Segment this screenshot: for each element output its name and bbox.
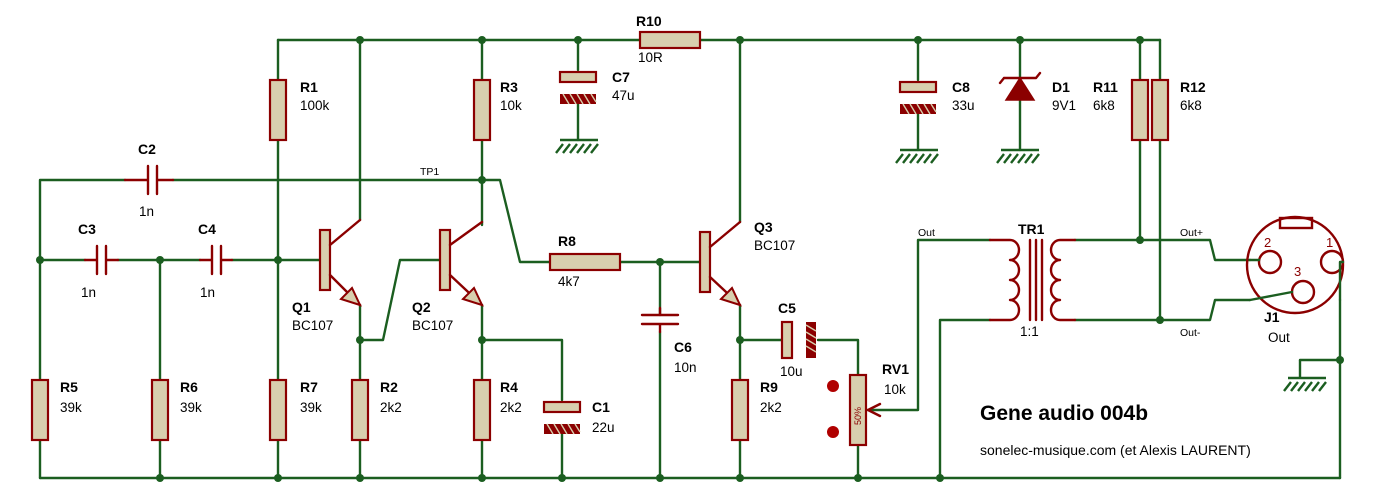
resistor-r2 <box>350 378 370 442</box>
zener-diode-d1 <box>998 71 1042 101</box>
net-label-out-minus: Out- <box>1180 327 1201 339</box>
q3-value: BC107 <box>754 238 795 253</box>
r3-value: 10k <box>500 98 522 113</box>
resistor-r8 <box>548 252 622 272</box>
rv1-name: RV1 <box>882 361 909 377</box>
net-label-out: Out <box>918 227 935 239</box>
potentiometer-rv1: 50% <box>827 373 882 447</box>
r4-value: 2k2 <box>500 400 522 415</box>
resistor-r3 <box>472 78 492 142</box>
c7-name: C7 <box>612 69 630 85</box>
r11-name: R11 <box>1093 79 1118 95</box>
capacitor-c1 <box>542 400 582 435</box>
c6-name: C6 <box>674 339 692 355</box>
c4-value: 1n <box>200 285 215 300</box>
r10-name: R10 <box>636 13 662 29</box>
capacitor-c8 <box>898 80 938 115</box>
r1-name: R1 <box>300 79 318 95</box>
resistor-r4 <box>472 378 492 442</box>
c5-value: 10u <box>780 364 803 379</box>
ground-c7 <box>555 138 599 154</box>
resistor-r7 <box>268 378 288 442</box>
c4-name: C4 <box>198 221 216 237</box>
r9-value: 2k2 <box>760 400 782 415</box>
transformer-tr1 <box>988 238 1077 322</box>
xlr-connector-j1: 2 1 3 <box>1245 215 1345 315</box>
tr1-name: TR1 <box>1018 221 1045 237</box>
rv1-value: 10k <box>884 382 906 397</box>
r6-value: 39k <box>180 400 202 415</box>
r3-name: R3 <box>500 79 518 95</box>
d1-value: 9V1 <box>1052 98 1076 113</box>
rv1-wiper-label: 50% <box>853 407 863 425</box>
transistor-q1 <box>318 218 362 307</box>
r12-value: 6k8 <box>1180 98 1202 113</box>
tp1-label: TP1 <box>420 166 439 178</box>
net-label-out-plus: Out+ <box>1180 227 1203 239</box>
r5-name: R5 <box>60 379 78 395</box>
resistor-r6 <box>150 378 170 442</box>
capacitor-c3 <box>83 244 120 276</box>
j1-value: Out <box>1268 330 1290 345</box>
r11-value: 6k8 <box>1093 98 1115 113</box>
j1-name: J1 <box>1264 309 1280 325</box>
ground-d1 <box>996 148 1040 164</box>
resistor-r1 <box>268 78 288 142</box>
r8-name: R8 <box>558 233 576 249</box>
j1-pin-3: 3 <box>1294 264 1301 279</box>
ground-j1 <box>1283 360 1327 392</box>
c2-value: 1n <box>139 204 154 219</box>
c1-name: C1 <box>592 399 610 415</box>
r10-value: 10R <box>638 50 663 65</box>
resistor-r12 <box>1150 78 1170 142</box>
q2-name: Q2 <box>412 299 431 315</box>
r7-name: R7 <box>300 379 318 395</box>
resistor-r11 <box>1130 78 1150 142</box>
r9-name: R9 <box>760 379 778 395</box>
r8-value: 4k7 <box>558 274 580 289</box>
junctions <box>36 36 1344 482</box>
wires <box>38 38 1342 480</box>
capacitor-c7 <box>558 70 598 105</box>
schematic-title: Gene audio 004b <box>980 402 1148 425</box>
r2-value: 2k2 <box>380 400 402 415</box>
c1-value: 22u <box>592 420 615 435</box>
c8-value: 33u <box>952 98 975 113</box>
resistor-r9 <box>730 378 750 442</box>
c3-name: C3 <box>78 221 96 237</box>
schematic-subtitle: sonelec-musique.com (et Alexis LAURENT) <box>980 442 1251 458</box>
c8-name: C8 <box>952 79 970 95</box>
resistor-r5 <box>30 378 50 442</box>
resistor-r10 <box>638 30 702 50</box>
ground-c8 <box>895 148 939 164</box>
d1-name: D1 <box>1052 79 1070 95</box>
capacitor-c4 <box>198 244 234 276</box>
r5-value: 39k <box>60 400 82 415</box>
capacitor-c5 <box>780 320 817 360</box>
r6-name: R6 <box>180 379 198 395</box>
q2-value: BC107 <box>412 318 453 333</box>
r7-value: 39k <box>300 400 322 415</box>
c3-value: 1n <box>81 285 96 300</box>
r2-name: R2 <box>380 379 398 395</box>
capacitor-c6 <box>640 306 680 334</box>
j1-pin-1: 1 <box>1326 235 1333 250</box>
c7-value: 47u <box>612 88 635 103</box>
r1-value: 100k <box>300 98 330 113</box>
r12-name: R12 <box>1180 79 1206 95</box>
c2-name: C2 <box>138 141 156 157</box>
q1-value: BC107 <box>292 318 333 333</box>
c6-value: 10n <box>674 360 697 375</box>
r4-name: R4 <box>500 379 518 395</box>
transistor-q2 <box>438 220 484 307</box>
c5-name: C5 <box>778 300 796 316</box>
j1-pin-2: 2 <box>1264 235 1271 250</box>
transistor-q3 <box>698 220 742 307</box>
tr1-value: 1:1 <box>1020 324 1039 339</box>
capacitor-c2 <box>123 164 175 196</box>
labels: R1 100k R3 10k C7 47u R10 10R C8 33u D1 … <box>60 13 1290 458</box>
q3-name: Q3 <box>754 219 773 235</box>
q1-name: Q1 <box>292 299 311 315</box>
